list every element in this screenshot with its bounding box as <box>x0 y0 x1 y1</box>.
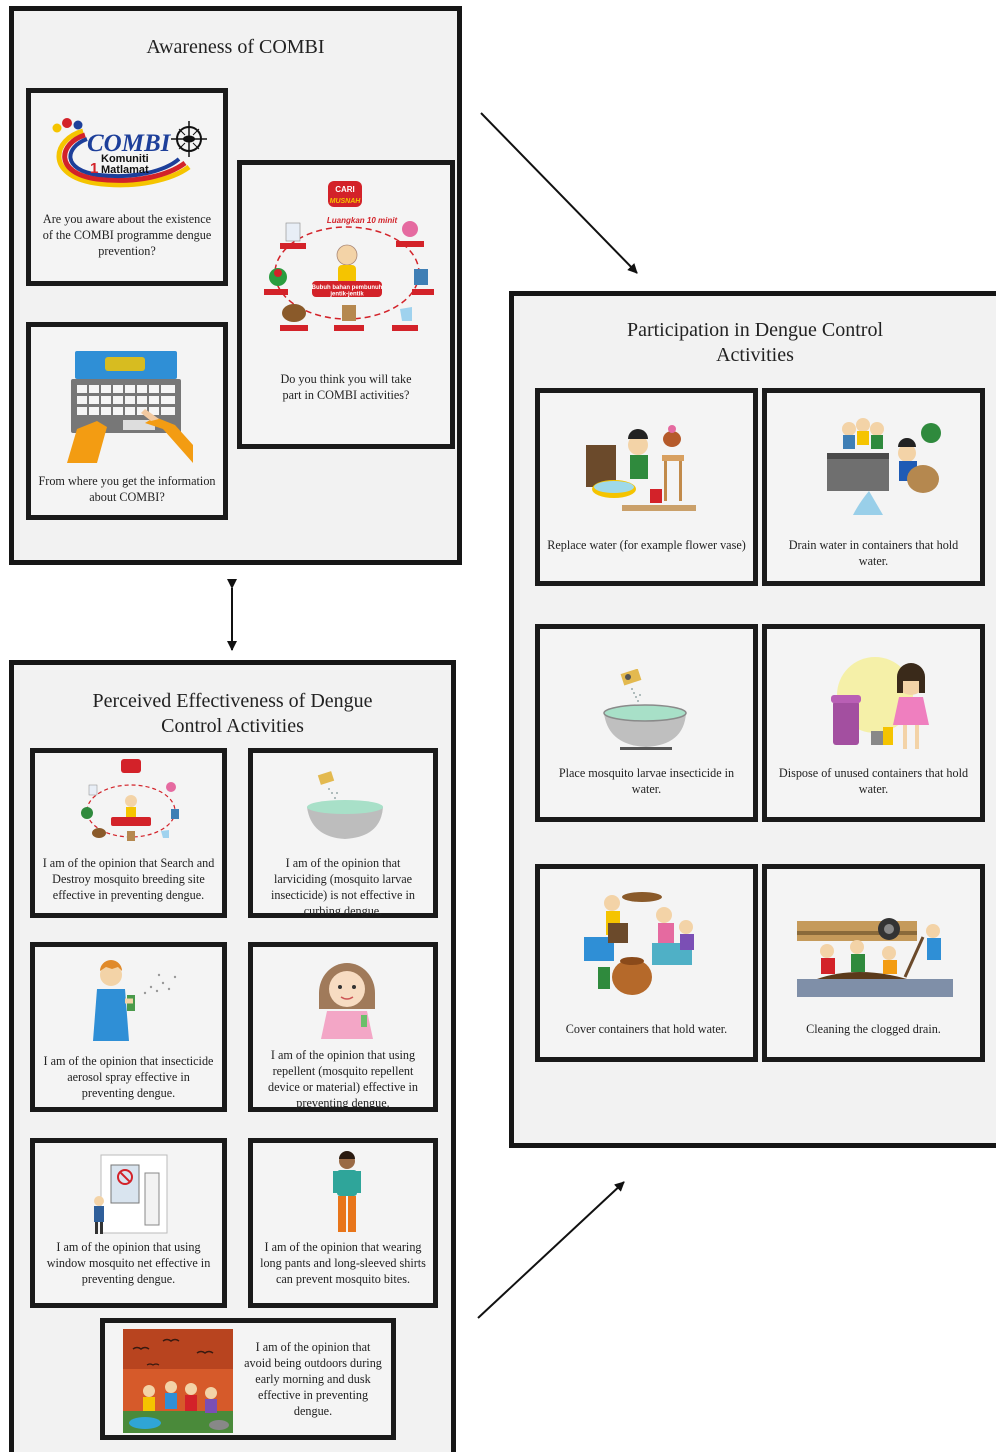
card-drain-water: Drain water in containers that hold wate… <box>762 388 985 586</box>
card-dispose-containers: Dispose of unused containers that hold w… <box>762 624 985 822</box>
poster-headline: Luangkan 10 minit <box>327 216 398 225</box>
long-clothing-text: I am of the opinion that wearing long pa… <box>260 1240 426 1286</box>
aerosol-spray-text: I am of the opinion that insecticide aer… <box>43 1054 214 1100</box>
aware-question-text: Are you aware about the existence of the… <box>42 212 212 258</box>
place-larvicide-text: Place mosquito larvae insecticide in wat… <box>558 766 735 796</box>
cover-containers-illustration <box>584 892 694 995</box>
clean-drain-illustration <box>797 918 953 997</box>
combi-line2-text: Matlamat <box>101 164 149 176</box>
card-aware-combi: COMBI 1 Komuniti Matlamat Are you aware … <box>26 88 228 286</box>
drain-water-text: Drain water in containers that hold wate… <box>788 538 959 568</box>
card-cover-containers: Cover containers that hold water. <box>535 864 758 1062</box>
card-window-net: I am of the opinion that using window mo… <box>30 1138 227 1308</box>
replace-water-text: Replace water (for example flower vase) <box>547 538 746 552</box>
dusk-outdoors-illustration <box>123 1329 233 1433</box>
arrow-perceived-to-participation <box>477 1181 625 1319</box>
card-aerosol-spray: I am of the opinion that insecticide aer… <box>30 942 227 1112</box>
cari-musnah-poster: CARI MUSNAH Luangkan 10 minit Bubuh baha… <box>264 181 434 331</box>
take-part-question-text: Do you think you will take part in COMBI… <box>280 372 412 402</box>
card-place-larvicide: Place mosquito larvae insecticide in wat… <box>535 624 758 822</box>
avoid-outdoors-text: I am of the opinion that avoid being out… <box>244 1340 382 1418</box>
card-clean-drain: Cleaning the clogged drain. <box>762 864 985 1062</box>
repellent-text: I am of the opinion that using repellent… <box>267 1048 418 1110</box>
window-net-text: I am of the opinion that using window mo… <box>46 1240 211 1286</box>
poster-center-line1: Bubuh bahan pembunuh <box>312 285 383 291</box>
info-source-question-text: From where you get the information about… <box>38 474 216 504</box>
dispose-containers-illustration <box>831 657 929 749</box>
cover-containers-text: Cover containers that hold water. <box>565 1022 728 1036</box>
search-destroy-poster-icon <box>81 759 179 841</box>
combi-brand-text: COMBI <box>87 130 172 157</box>
arrow-awareness-to-participation <box>480 112 638 274</box>
search-destroy-text: I am of the opinion that Search and Dest… <box>42 856 215 902</box>
card-take-part: CARI MUSNAH Luangkan 10 minit Bubuh baha… <box>237 160 455 449</box>
card-info-source: From where you get the information about… <box>26 322 228 520</box>
card-avoid-outdoors: I am of the opinion that avoid being out… <box>100 1318 396 1440</box>
poster-center-line2: jentik-jentik <box>329 292 364 298</box>
combi-number-text: 1 <box>90 160 98 177</box>
larvicide-bowl-illustration <box>603 669 687 750</box>
poster-badge-bottom: MUSNAH <box>330 198 362 205</box>
window-net-icon <box>94 1154 168 1234</box>
card-search-destroy: I am of the opinion that Search and Dest… <box>30 748 227 918</box>
card-long-clothing: I am of the opinion that wearing long pa… <box>248 1138 438 1308</box>
combi-logo: COMBI 1 Komuniti Matlamat <box>52 118 207 188</box>
dispose-containers-text: Dispose of unused containers that hold w… <box>778 766 969 796</box>
card-replace-water: Replace water (for example flower vase) <box>535 388 758 586</box>
clean-drain-text: Cleaning the clogged drain. <box>806 1022 941 1036</box>
repellent-girl-icon <box>319 963 375 1039</box>
replace-water-illustration <box>586 425 696 511</box>
card-larviciding: I am of the opinion that larviciding (mo… <box>248 748 438 918</box>
drain-water-illustration <box>827 418 941 515</box>
poster-badge-top: CARI <box>335 185 355 194</box>
aerosol-spray-icon <box>93 960 177 1041</box>
laptop-illustration <box>67 351 193 463</box>
perceived-panel: Perceived Effectiveness of Dengue Contro… <box>9 660 456 1452</box>
perceived-title: Perceived Effectiveness of Dengue Contro… <box>92 690 373 737</box>
larviciding-text: I am of the opinion that larviciding (mo… <box>271 856 415 918</box>
participation-title: Participation in Dengue Control Activiti… <box>626 319 884 366</box>
larviciding-bowl-icon <box>307 771 383 839</box>
awareness-title: Awareness of COMBI <box>146 36 325 58</box>
participation-panel: Participation in Dengue Control Activiti… <box>509 291 996 1148</box>
card-repellent: I am of the opinion that using repellent… <box>248 942 438 1112</box>
combi-line1-text: Komuniti <box>101 153 149 165</box>
awareness-panel: Awareness of COMBI COMBI 1 Komuniti Matl… <box>9 6 462 565</box>
long-clothing-boy-icon <box>333 1151 361 1232</box>
